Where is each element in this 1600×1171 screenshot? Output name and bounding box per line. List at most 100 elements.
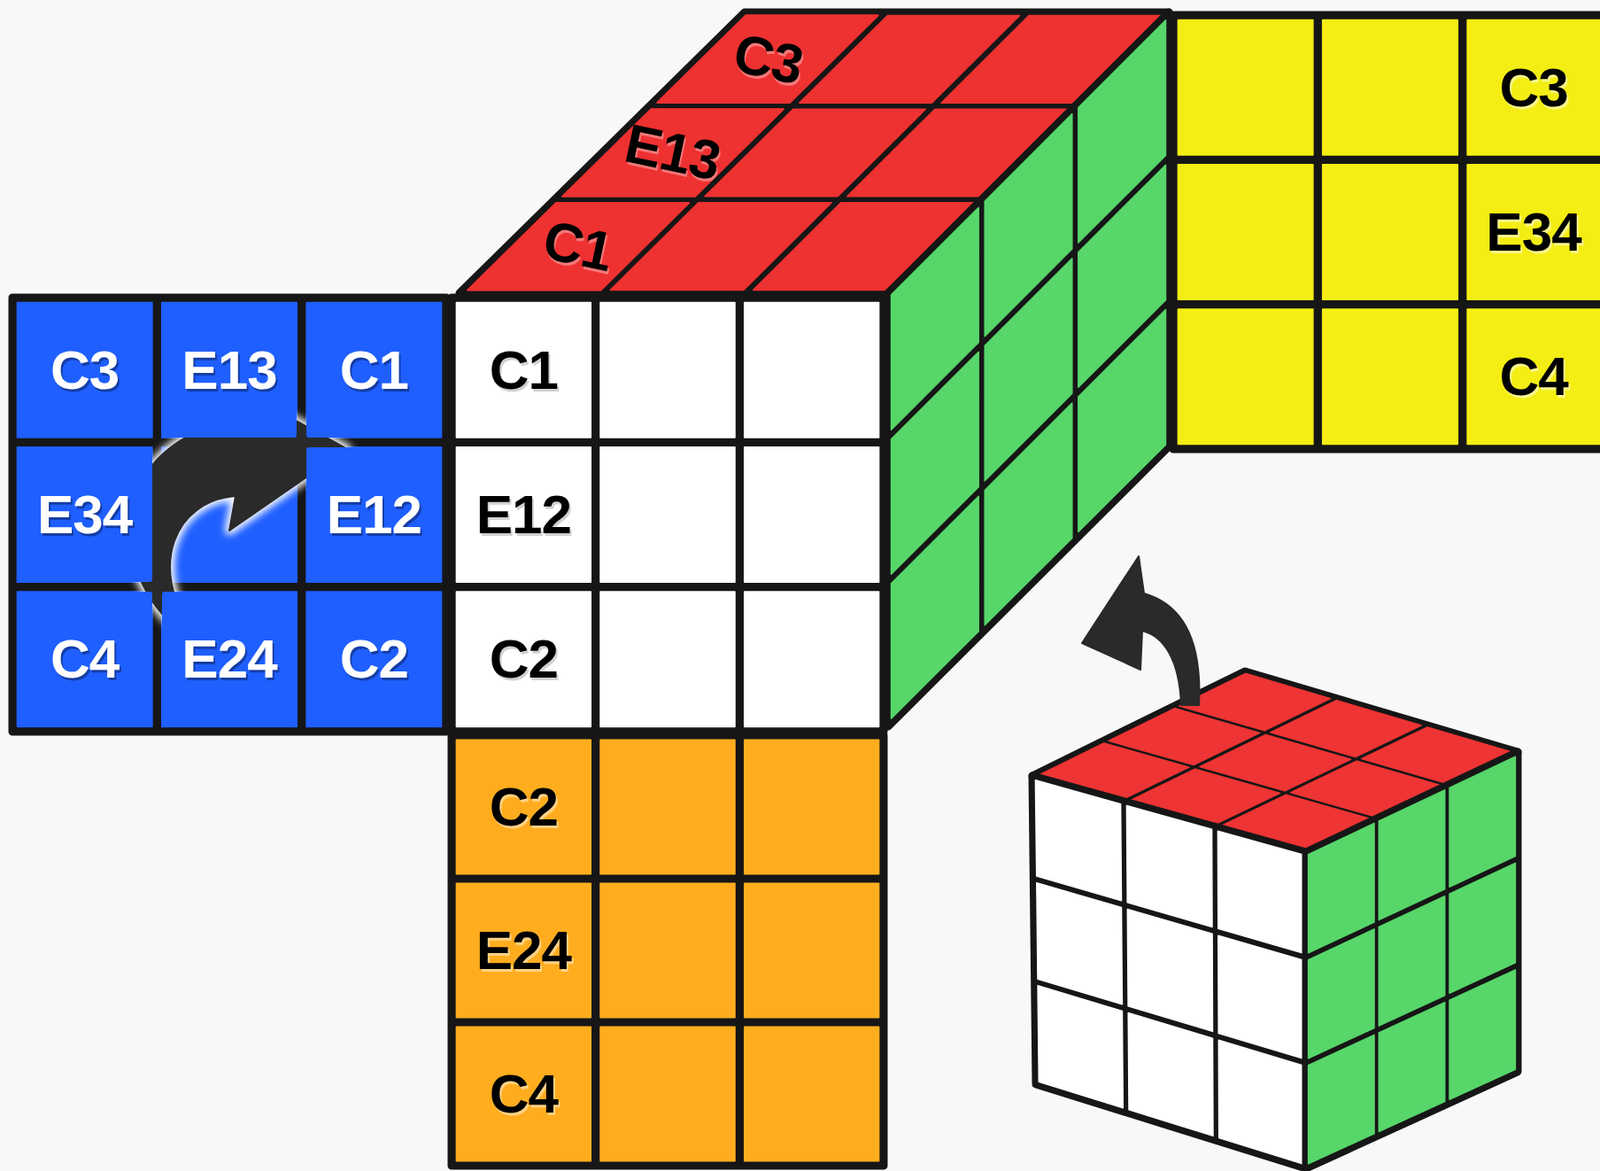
sticker <box>1126 805 1213 928</box>
sticker <box>456 591 591 727</box>
piece-label: C4 <box>50 631 119 687</box>
sticker-fill <box>562 108 784 197</box>
sticker <box>600 739 735 874</box>
sticker-fill <box>657 15 878 103</box>
sticker <box>1218 935 1304 1059</box>
sticker <box>306 301 442 438</box>
sticker <box>456 447 591 583</box>
piece-label: E12 <box>476 486 572 542</box>
sticker <box>456 1026 591 1160</box>
sticker <box>1308 1034 1375 1164</box>
face-plate <box>12 297 447 732</box>
sticker <box>1177 164 1314 301</box>
sticker-label-box: E12 <box>306 447 442 583</box>
sticker-label-box: E24 <box>162 591 298 727</box>
sticker <box>162 591 298 727</box>
face-plate <box>1173 15 1600 449</box>
sticker <box>744 591 880 727</box>
sticker-label-box: E24 <box>456 882 591 1017</box>
sticker-label-box: C2 <box>306 591 442 727</box>
sticker-label-box: C2 <box>456 739 591 874</box>
sticker <box>600 301 735 438</box>
piece-label: C1 <box>539 212 618 281</box>
sticker-label-box: C4 <box>16 591 153 727</box>
sticker <box>16 591 153 727</box>
sticker <box>1449 969 1515 1099</box>
sticker <box>744 739 880 874</box>
sticker <box>1035 780 1121 901</box>
sticker-label-box: C3 <box>1467 19 1600 155</box>
sticker-label-box: C4 <box>456 1026 591 1160</box>
piece-label: E34 <box>1485 204 1581 260</box>
sticker <box>306 591 442 727</box>
sticker <box>600 1026 735 1160</box>
sticker-label-box: C2 <box>456 591 591 727</box>
sticker <box>1322 164 1459 301</box>
sticker <box>306 447 442 583</box>
sticker <box>1322 19 1459 155</box>
sticker <box>1467 309 1600 445</box>
piece-label: C4 <box>489 1066 558 1121</box>
sticker <box>600 447 735 583</box>
sticker <box>744 301 880 438</box>
sticker <box>1378 1002 1445 1132</box>
sticker <box>1467 19 1600 155</box>
sticker-label-box: C1 <box>306 301 442 438</box>
sticker <box>744 447 880 583</box>
face-plate <box>1306 751 1518 1168</box>
sticker-label-box: C3 <box>657 15 878 103</box>
piece-label: C4 <box>1499 348 1568 404</box>
piece-label: C3 <box>50 342 119 398</box>
cube-faces <box>12 12 1600 1168</box>
sticker <box>456 882 591 1017</box>
sticker-label-box: E34 <box>1467 164 1600 301</box>
piece-label: C2 <box>340 631 409 687</box>
sticker <box>1218 1039 1303 1164</box>
sticker <box>456 739 591 874</box>
face-plate <box>451 297 884 732</box>
sticker <box>600 882 735 1017</box>
piece-label: C1 <box>489 342 558 398</box>
sticker-label-box: E13 <box>562 108 784 197</box>
piece-label: E24 <box>181 631 277 687</box>
piece-label: C1 <box>340 342 409 398</box>
sticker-label-box: C4 <box>1467 309 1600 445</box>
piece-label: E34 <box>37 486 132 542</box>
sticker <box>16 447 153 583</box>
sticker <box>600 591 735 727</box>
sticker <box>1037 985 1123 1108</box>
sticker <box>891 495 980 719</box>
piece-label: C3 <box>728 24 807 93</box>
sticker <box>16 301 153 438</box>
sticker <box>1078 309 1167 533</box>
sticker-label-box: C3 <box>16 301 153 438</box>
sticker-label-box: E12 <box>456 447 591 583</box>
piece-label: C2 <box>489 631 558 687</box>
sticker <box>1177 309 1314 445</box>
sticker <box>1127 909 1213 1032</box>
sticker-label-box: E34 <box>16 447 153 583</box>
piece-label: E12 <box>326 486 422 542</box>
sticker-label-box: C1 <box>456 301 591 438</box>
piece-label: C3 <box>1499 60 1568 116</box>
sticker <box>1036 882 1123 1005</box>
sticker <box>162 301 298 438</box>
piece-label: E13 <box>181 342 277 398</box>
small-rotate-arrow <box>1082 556 1199 705</box>
sticker <box>1128 1012 1214 1137</box>
sticker <box>744 1026 880 1160</box>
sticker <box>744 882 880 1017</box>
sticker <box>984 402 1073 626</box>
sticker <box>1177 19 1314 155</box>
face-plate <box>451 734 884 1166</box>
sticker-label-box: E13 <box>162 301 298 438</box>
face-plate <box>1032 775 1307 1168</box>
sticker <box>1467 164 1600 301</box>
sticker <box>1322 309 1459 445</box>
sticker <box>1217 830 1303 953</box>
sticker-fill <box>467 202 689 291</box>
piece-label: E24 <box>476 922 572 978</box>
sticker <box>456 301 591 438</box>
